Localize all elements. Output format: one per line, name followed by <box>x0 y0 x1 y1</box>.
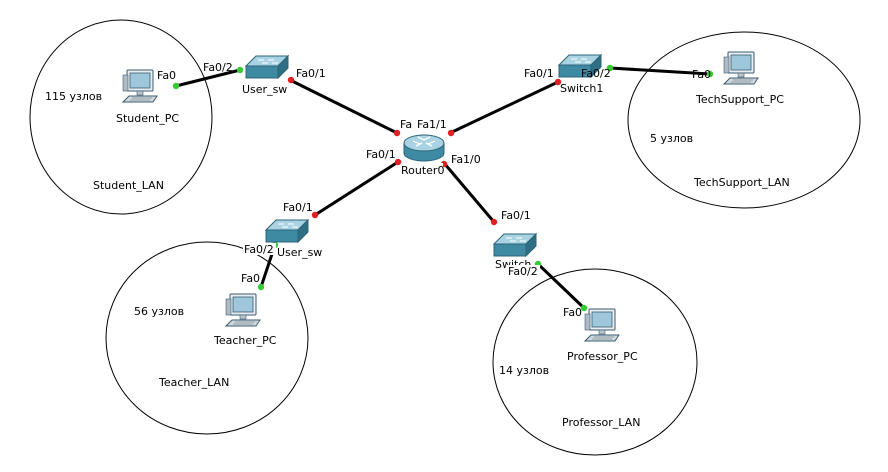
port-label: Fa0/1 <box>366 148 396 161</box>
user-sw-top-switch-icon[interactable] <box>245 55 289 79</box>
port-label: Fa1/1 <box>417 118 447 131</box>
port-label: Fa0/1 <box>296 67 326 80</box>
link-user-sw-bottom-router[interactable] <box>314 160 399 217</box>
teacher-lan-hosts: 56 узлов <box>134 305 184 318</box>
port-light-down <box>287 76 295 84</box>
device-label-student-pc: Student_PC <box>116 112 179 125</box>
device-label-teacher-pc: Teacher_PC <box>213 334 277 347</box>
port-light-down <box>447 129 455 137</box>
port-light-down <box>311 211 319 219</box>
link-switch1-router[interactable] <box>449 80 559 135</box>
student-lan-area <box>29 19 213 215</box>
port-light-up <box>706 70 714 78</box>
device-label-router: Router0 <box>401 164 444 177</box>
link-switch1-techsupport-pc[interactable] <box>609 66 711 76</box>
port-light-up <box>580 304 588 312</box>
device-label-techsupport-pc: TechSupport_PC <box>695 93 784 106</box>
device-label-user-sw-bottom: User_sw <box>277 246 322 259</box>
port-label-background <box>507 265 540 277</box>
port-label: Fa0/2 <box>244 243 274 256</box>
link-user-sw-router[interactable] <box>289 78 398 135</box>
device-label-switch1: Switch1 <box>560 82 603 95</box>
link-student-pc-user-sw[interactable] <box>175 68 241 88</box>
port-light-up <box>172 82 180 90</box>
student-lan-name: Student_LAN <box>93 179 164 192</box>
professor-lan-hosts: 14 узлов <box>499 364 549 377</box>
port-label: Fa0 <box>692 68 711 81</box>
professor-lan-name: Professor_LAN <box>562 416 640 429</box>
student-lan-hosts: 115 узлов <box>45 90 102 103</box>
device-label-professor-pc: Professor_PC <box>567 350 638 363</box>
port-light-up <box>236 66 244 74</box>
router-icon[interactable] <box>403 134 445 162</box>
techsupport-lan-name: TechSupport_LAN <box>693 176 790 189</box>
teacher-pc-icon[interactable] <box>225 293 261 327</box>
port-label: Fa1/0 <box>451 153 481 166</box>
port-label: Fa <box>400 118 412 131</box>
port-label: Fa0/2 <box>581 67 611 80</box>
user-sw-bottom-switch-icon[interactable] <box>265 219 309 243</box>
techsupport-lan-area <box>627 31 861 209</box>
techsupport-lan-hosts: 5 узлов <box>650 132 693 145</box>
port-light-down <box>554 78 562 86</box>
port-label: Fa0/1 <box>283 201 313 214</box>
port-label: Fa0/1 <box>501 209 531 222</box>
port-label: Fa0/1 <box>524 67 554 80</box>
professor-pc-icon[interactable] <box>584 308 620 342</box>
link-router-switch[interactable] <box>442 162 496 223</box>
link-switch-professor-pc[interactable] <box>536 262 586 310</box>
port-label: Fa0/2 <box>203 61 233 74</box>
teacher-lan-area <box>105 241 309 435</box>
router-label-background <box>401 163 443 175</box>
port-light-down <box>490 218 498 226</box>
teacher-lan-name: Teacher_LAN <box>158 376 229 389</box>
techsupport-pc-icon[interactable] <box>723 51 759 85</box>
port-light-up <box>606 64 614 72</box>
switch-prof-switch-icon[interactable] <box>493 233 537 257</box>
port-light-down <box>394 158 402 166</box>
port-lights <box>172 64 714 312</box>
device-label-user-sw-top: User_sw <box>242 83 287 96</box>
port-label: Fa0 <box>157 69 176 82</box>
port-light-up <box>257 283 265 291</box>
port-label: Fa0 <box>241 272 260 285</box>
port-label-background <box>243 243 276 255</box>
professor-lan-area <box>492 268 698 456</box>
student-pc-icon[interactable] <box>122 69 158 103</box>
port-label: Fa0/2 <box>508 265 538 278</box>
port-label: Fa0 <box>563 306 582 319</box>
port-light-down <box>393 129 401 137</box>
